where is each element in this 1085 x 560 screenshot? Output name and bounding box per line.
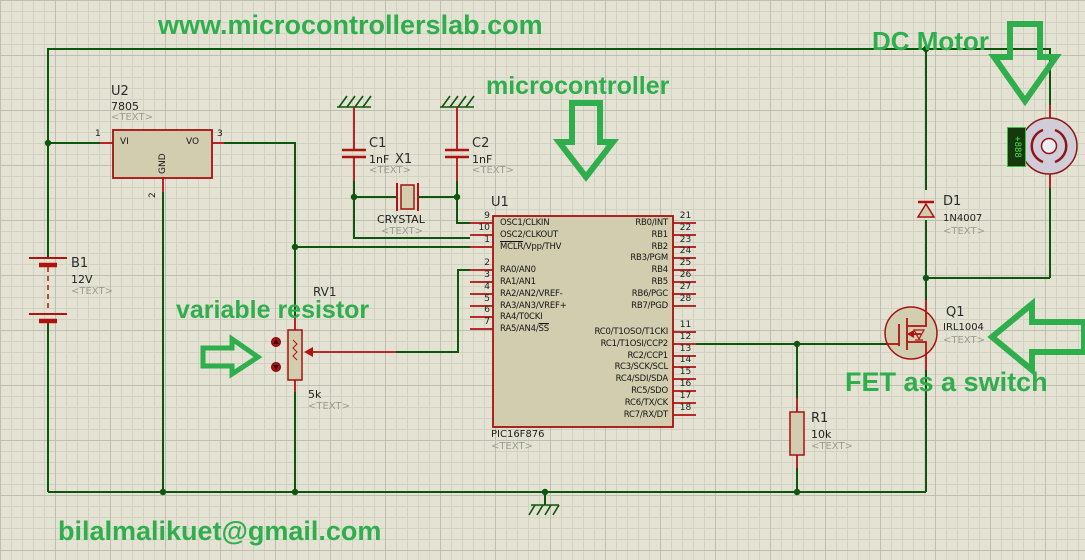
- microcontroller-label: microcontroller: [486, 72, 670, 100]
- rv1-text: <TEXT>: [308, 401, 350, 412]
- potentiometer-decrement-button[interactable]: [271, 362, 281, 372]
- c2-value: 1nF: [472, 153, 493, 166]
- u1-value: PIC16F876: [491, 429, 545, 440]
- u2-pin-vi: VI: [120, 137, 129, 147]
- b1-text: <TEXT>: [71, 286, 113, 297]
- c1-value: 1nF: [369, 153, 390, 166]
- dc-motor-symbol[interactable]: [1020, 105, 1078, 188]
- q1-value: IRL1004: [943, 322, 984, 333]
- diode-symbol[interactable]: [916, 200, 936, 218]
- wires[interactable]: [47, 48, 1051, 505]
- junction-dots: [44, 45, 930, 496]
- u2-ref: U2: [111, 84, 129, 99]
- capacitor-c2-symbol[interactable]: [445, 107, 469, 181]
- r1-text: <TEXT>: [811, 441, 853, 452]
- u2-text: <TEXT>: [111, 112, 153, 123]
- annotation-arrows: [200, 21, 1085, 379]
- ground-symbols: [337, 95, 560, 516]
- u2-pin-num-3: 3: [217, 129, 223, 139]
- resistor-symbol[interactable]: [789, 398, 805, 468]
- c1-text: <TEXT>: [369, 165, 411, 176]
- c2-text: <TEXT>: [472, 165, 514, 176]
- r1-value: 10k: [811, 428, 832, 441]
- c1-ref: C1: [369, 136, 387, 151]
- rv1-value: 5k: [308, 388, 322, 401]
- fet-arrow-icon: [987, 297, 1085, 377]
- q1-text: <TEXT>: [943, 335, 985, 346]
- variable-resistor-arrow-icon: [200, 334, 263, 379]
- variable-resistor-label: variable resistor: [176, 296, 370, 324]
- potentiometer-increment-button[interactable]: [271, 337, 281, 347]
- u2-pin-num-1: 1: [95, 129, 101, 139]
- crystal-symbol[interactable]: [396, 183, 419, 211]
- u1-ref: U1: [491, 195, 509, 210]
- x1-value: CRYSTAL: [377, 213, 425, 226]
- dc-motor-label: DC Motor: [872, 26, 989, 56]
- potentiometer-symbol[interactable]: [287, 318, 396, 392]
- website-title: www.microcontrollerslab.com: [158, 10, 543, 40]
- u1-text: <TEXT>: [491, 441, 533, 452]
- u2-pin-num-2: 2: [148, 192, 158, 198]
- dc-motor-arrow-icon: [988, 21, 1062, 107]
- voltage-regulator-symbol[interactable]: [100, 129, 224, 192]
- d1-value: 1N4007: [943, 213, 983, 224]
- microcontroller-arrow-icon: [552, 100, 620, 182]
- mosfet-symbol[interactable]: [884, 300, 938, 370]
- b1-ref: B1: [71, 256, 89, 271]
- capacitor-c1-symbol[interactable]: [342, 107, 366, 181]
- x1-ref: X1: [395, 152, 413, 167]
- d1-text: <TEXT>: [943, 226, 985, 237]
- email-label: bilalmalikuet@gmail.com: [58, 516, 382, 546]
- motor-rpm-display: +888: [1007, 127, 1026, 167]
- x1-text: <TEXT>: [381, 226, 423, 237]
- u2-value: 7805: [111, 100, 139, 113]
- d1-ref: D1: [943, 194, 962, 209]
- u2-pin-gnd: GND: [158, 153, 168, 174]
- c2-ref: C2: [472, 136, 490, 151]
- microcontroller-chip-symbol[interactable]: [470, 215, 696, 428]
- u2-pin-vo: VO: [186, 137, 200, 147]
- rv1-ref: RV1: [313, 285, 337, 299]
- fet-switch-label: FET as a switch: [845, 367, 1048, 397]
- battery-symbol[interactable]: [29, 257, 67, 324]
- b1-value: 12V: [71, 273, 93, 286]
- r1-ref: R1: [811, 411, 829, 426]
- q1-ref: Q1: [946, 305, 965, 320]
